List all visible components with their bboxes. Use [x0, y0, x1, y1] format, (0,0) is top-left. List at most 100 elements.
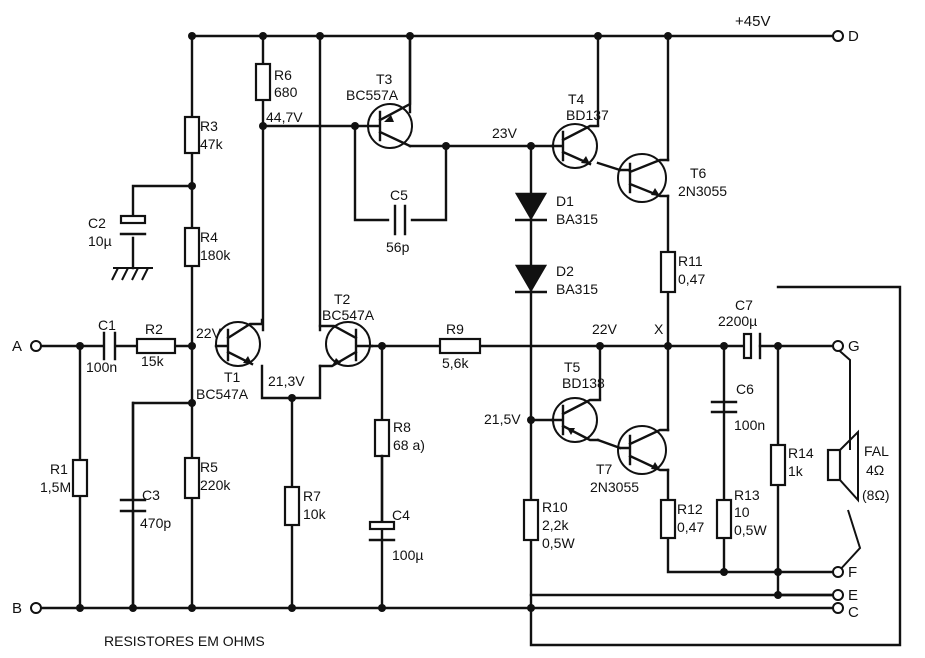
terminal-f-label: F — [848, 564, 857, 581]
capacitors — [102, 204, 762, 610]
r13-value: 10 — [734, 504, 750, 520]
t5-symbol — [550, 397, 602, 443]
r11-body — [659, 250, 677, 294]
t4-value: BD137 — [566, 107, 609, 123]
r12-body — [659, 498, 677, 540]
r5-body — [183, 456, 201, 500]
t3-symbol — [353, 34, 413, 149]
r13-ref: R13 — [734, 487, 760, 503]
r14-value: 1k — [788, 463, 804, 479]
r13-power: 0,5W — [734, 522, 767, 538]
c5-value: 56p — [386, 239, 410, 255]
r9-ref: R9 — [446, 321, 464, 337]
r14-ref: R14 — [788, 445, 814, 461]
c3-value: 470p — [140, 515, 171, 531]
r2-ref: R2 — [145, 321, 163, 337]
r8-ref: R8 — [393, 419, 411, 435]
r7-value: 10k — [303, 506, 327, 522]
t7-ref: T7 — [596, 461, 613, 477]
t3-ref: T3 — [376, 71, 393, 87]
node-x-label: X — [654, 321, 664, 337]
r9-body — [438, 337, 482, 355]
t6-symbol — [617, 153, 670, 203]
r11-value: 0,47 — [678, 271, 705, 287]
t4-symbol — [550, 123, 600, 169]
speaker-alt: (8Ω) — [862, 487, 890, 503]
resistors — [71, 62, 787, 542]
terminal-a-label: A — [12, 338, 22, 355]
r6-body — [254, 62, 272, 102]
r4-body — [183, 226, 201, 268]
c3-ref: C3 — [142, 487, 160, 503]
voltage-21-5v: 21,5V — [484, 411, 521, 427]
terminal-c-label: C — [848, 604, 859, 621]
c4-ref: C4 — [392, 507, 410, 523]
r10-ref: R10 — [542, 499, 568, 515]
supply-label: +45V — [735, 13, 770, 30]
terminal-b-label: B — [12, 600, 22, 617]
r4-ref: R4 — [200, 229, 218, 245]
c1-ref: C1 — [98, 317, 116, 333]
voltage-23v: 23V — [492, 125, 518, 141]
c4-plate-pos — [368, 520, 396, 531]
c5-ref: C5 — [390, 187, 408, 203]
t2-symbol — [318, 321, 374, 368]
r8-value: 68 a) — [393, 437, 425, 453]
speaker-ref: FAL — [864, 443, 889, 459]
c7-plate-pos — [742, 332, 753, 360]
c6-value: 100n — [734, 417, 765, 433]
r6-value: 680 — [274, 84, 298, 100]
t6-value: 2N3055 — [678, 183, 727, 199]
c2-plate-pos — [119, 214, 147, 225]
voltage-22v-t1: 22V — [196, 325, 222, 341]
speaker-icon — [826, 429, 859, 503]
t7-value: 2N3055 — [590, 479, 639, 495]
r10-value: 2,2k — [542, 517, 569, 533]
t6-ref: T6 — [690, 165, 707, 181]
transistors — [214, 34, 670, 475]
r1-body — [71, 458, 89, 498]
c2-value: 10µ — [88, 233, 112, 249]
c6-plates — [710, 400, 738, 414]
c3-plates — [119, 401, 147, 610]
t2-value: BC547A — [322, 307, 375, 323]
t1-value: BC547A — [196, 386, 249, 402]
voltage-22v-out: 22V — [592, 321, 618, 337]
footer-note: RESISTORES EM OHMS — [104, 633, 265, 649]
voltage-44-7v: 44,7V — [266, 109, 303, 125]
r12-value: 0,47 — [677, 519, 704, 535]
d1-value: BA315 — [556, 211, 598, 227]
r5-ref: R5 — [200, 459, 218, 475]
d2-symbol — [514, 264, 548, 294]
c7-ref: C7 — [735, 297, 753, 313]
terminal-d-label: D — [848, 28, 859, 45]
t3-value: BC557A — [346, 87, 399, 103]
t1-ref: T1 — [224, 369, 241, 385]
d1-ref: D1 — [556, 193, 574, 209]
d1-symbol — [514, 192, 548, 222]
c5-plates — [393, 204, 407, 236]
t1-symbol — [214, 318, 264, 367]
c2-ref: C2 — [88, 215, 106, 231]
r10-power: 0,5W — [542, 535, 575, 551]
c4-value: 100µ — [392, 547, 423, 563]
t5-value: BD138 — [562, 375, 605, 391]
t7-symbol — [617, 425, 670, 475]
r3-value: 47k — [200, 136, 224, 152]
r1-value: 1,5M — [40, 479, 71, 495]
t5-ref: T5 — [564, 359, 581, 375]
r9-value: 5,6k — [442, 355, 469, 371]
r6-ref: R6 — [274, 67, 292, 83]
d2-value: BA315 — [556, 281, 598, 297]
r10-body — [522, 498, 540, 542]
junctions — [76, 32, 782, 612]
r2-body — [135, 337, 177, 355]
labels: +45V D A B G F E C R1 1,5M R2 15k R3 47k… — [12, 13, 890, 649]
terminal-e-label: E — [848, 587, 858, 604]
terminals — [30, 30, 844, 614]
r3-ref: R3 — [200, 118, 218, 134]
r14-body — [769, 443, 787, 487]
r3-body — [183, 115, 201, 155]
d2-ref: D2 — [556, 263, 574, 279]
